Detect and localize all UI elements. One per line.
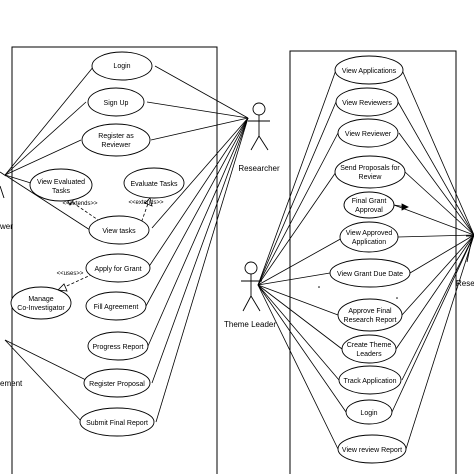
actor-right-fragment xyxy=(466,235,474,263)
use-case-view-reviewer[interactable]: View Reviewer xyxy=(337,118,399,148)
left-actor-associations xyxy=(4,65,95,423)
svg-text:Application: Application xyxy=(352,239,386,246)
use-case-create-theme-leaders[interactable]: Create Theme Leaders xyxy=(341,334,397,364)
use-case-evaluate-tasks[interactable]: Evaluate Tasks xyxy=(123,167,185,199)
stray-dot xyxy=(318,286,320,288)
actor-left-reviewer-label: wer xyxy=(0,222,13,231)
svg-text:Login: Login xyxy=(360,410,377,417)
use-case-register-proposal[interactable]: Register Proposal xyxy=(83,368,151,398)
svg-text:Approve Final: Approve Final xyxy=(348,308,392,315)
use-case-apply-grant[interactable]: Apply for Grant xyxy=(85,253,151,283)
use-case-submit-final-report[interactable]: Submit Final Report xyxy=(79,407,155,437)
svg-text:View tasks: View tasks xyxy=(102,228,136,235)
researcher-associations xyxy=(145,65,249,423)
actor-researcher[interactable] xyxy=(248,102,270,151)
use-case-register-reviewer[interactable]: Register as Reviewer xyxy=(81,123,151,157)
actor-theme-leader[interactable] xyxy=(241,261,262,312)
use-case-track-application[interactable]: Track Application xyxy=(338,365,402,395)
svg-text:Co-Investigator: Co-Investigator xyxy=(17,305,65,312)
use-case-login-right[interactable]: Login xyxy=(345,399,393,425)
extends-label-right: <<extends>> xyxy=(128,200,164,206)
use-case-manage-coinvestigator[interactable]: Manage Co-Investigator xyxy=(10,286,72,320)
actor-left-reviewer-fragment xyxy=(0,171,7,199)
svg-text:Progress Report: Progress Report xyxy=(93,344,144,351)
use-case-progress-report[interactable]: Progress Report xyxy=(87,331,149,361)
svg-text:Leaders: Leaders xyxy=(356,351,382,358)
svg-text:View Approved: View Approved xyxy=(346,230,393,237)
use-case-approve-final-report[interactable]: Approve Final Research Report xyxy=(337,298,403,332)
right-use-cases: View Applications View Reviewers View Re… xyxy=(329,55,411,464)
use-case-sign-up[interactable]: Sign Up xyxy=(87,87,145,117)
svg-text:Send Proposals for: Send Proposals for xyxy=(340,165,400,172)
svg-text:Sign Up: Sign Up xyxy=(104,100,129,107)
svg-text:View Reviewer: View Reviewer xyxy=(345,131,392,138)
actor-left-management-label: ement xyxy=(0,379,23,388)
svg-text:Fill Agreement: Fill Agreement xyxy=(94,304,139,311)
use-case-view-grant-due-date[interactable]: View Grant Due Date xyxy=(329,258,411,288)
svg-text:View Reviewers: View Reviewers xyxy=(342,100,392,107)
use-case-view-applications[interactable]: View Applications xyxy=(334,55,404,85)
right-actor-associations xyxy=(391,69,474,450)
svg-text:Submit Final Report: Submit Final Report xyxy=(86,420,148,427)
svg-text:View Evaluated: View Evaluated xyxy=(37,179,85,186)
svg-text:Login: Login xyxy=(113,63,130,70)
svg-text:Register Proposal: Register Proposal xyxy=(89,381,145,388)
use-case-view-reviewers[interactable]: View Reviewers xyxy=(335,87,399,117)
svg-text:Create Theme: Create Theme xyxy=(347,342,392,349)
right-system-boundary xyxy=(289,50,457,474)
use-case-send-proposals[interactable]: Send Proposals for Review xyxy=(334,155,406,189)
actor-researcher-label: Researcher xyxy=(238,164,280,173)
svg-text:Apply for Grant: Apply for Grant xyxy=(94,266,141,273)
left-system-boundary xyxy=(11,46,218,474)
uses-label: <<uses>> xyxy=(57,271,84,277)
svg-text:Tasks: Tasks xyxy=(52,188,70,195)
use-case-view-evaluated-tasks[interactable]: View Evaluated Tasks xyxy=(29,168,93,202)
svg-text:View Applications: View Applications xyxy=(342,68,397,75)
use-case-view-review-report[interactable]: View review Report xyxy=(337,434,407,464)
svg-text:Register as: Register as xyxy=(98,133,134,140)
svg-text:Reviewer: Reviewer xyxy=(101,142,131,149)
svg-text:View Grant Due Date: View Grant Due Date xyxy=(337,271,403,278)
svg-text:Track Application: Track Application xyxy=(343,378,396,385)
use-case-final-grant-approval[interactable]: Final Grant Approval xyxy=(343,191,395,219)
svg-text:Review: Review xyxy=(359,174,383,181)
extends-label-left: <<extends>> xyxy=(62,201,98,207)
actor-theme-leader-label: Theme Leader xyxy=(224,320,276,329)
svg-text:Manage: Manage xyxy=(28,296,53,303)
svg-text:Approval: Approval xyxy=(355,207,383,214)
use-case-view-approved-application[interactable]: View Approved Application xyxy=(339,221,399,253)
svg-text:View review Report: View review Report xyxy=(342,447,402,454)
actor-right-label: Resea xyxy=(456,279,474,288)
use-case-view-tasks[interactable]: View tasks xyxy=(88,215,150,245)
svg-text:Research Report: Research Report xyxy=(344,317,397,324)
use-case-login[interactable]: Login xyxy=(91,51,153,81)
svg-text:Final Grant: Final Grant xyxy=(352,198,387,205)
use-case-fill-agreement[interactable]: Fill Agreement xyxy=(85,291,147,321)
svg-text:Evaluate Tasks: Evaluate Tasks xyxy=(131,181,178,188)
left-use-cases: Login Sign Up Register as Reviewer View … xyxy=(10,51,185,437)
theme-leader-associations xyxy=(257,69,347,450)
stray-dot xyxy=(396,297,398,299)
